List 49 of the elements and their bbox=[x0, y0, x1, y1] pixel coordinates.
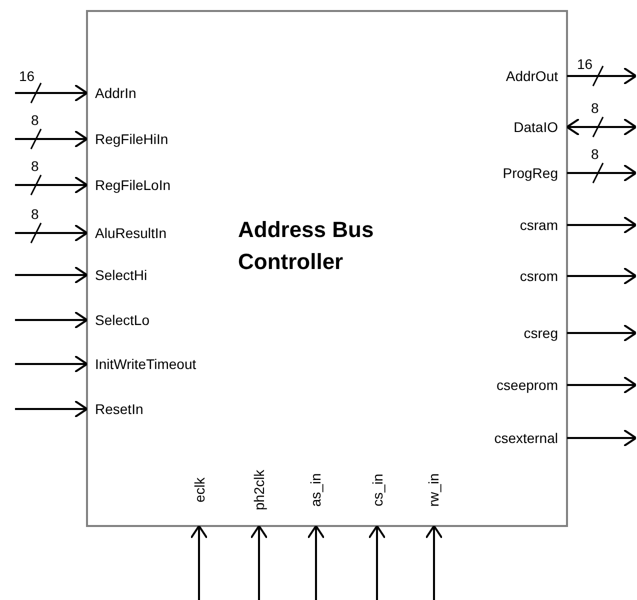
pin-label: rw_in bbox=[424, 460, 444, 526]
signal-arrow bbox=[15, 266, 88, 284]
signal-arrow bbox=[15, 224, 88, 242]
signal-arrow bbox=[15, 355, 88, 373]
signal-arrow bbox=[307, 525, 325, 600]
signal-arrow bbox=[15, 311, 88, 329]
pin-label: ProgReg bbox=[466, 164, 567, 182]
signal-arrow bbox=[567, 164, 637, 182]
pin-label: RegFileLoIn bbox=[87, 176, 247, 194]
signal-arrow bbox=[567, 216, 637, 234]
signal-arrow bbox=[15, 84, 88, 102]
signal-arrow bbox=[425, 525, 443, 600]
signal-arrow bbox=[15, 400, 88, 418]
bus-width-label: 8 bbox=[30, 112, 40, 128]
signal-arrow bbox=[15, 130, 88, 148]
pin-label: InitWriteTimeout bbox=[87, 355, 247, 373]
pin-label: as_in bbox=[306, 460, 326, 526]
pin-label: RegFileHiIn bbox=[87, 130, 247, 148]
signal-arrow bbox=[567, 267, 637, 285]
block-title: Address Bus Controller bbox=[238, 216, 375, 276]
pin-label: csreg bbox=[466, 324, 567, 342]
pin-label: csrom bbox=[466, 267, 567, 285]
bus-width-label: 16 bbox=[576, 56, 594, 72]
signal-arrow bbox=[567, 67, 637, 85]
pin-label: cseeprom bbox=[466, 376, 567, 394]
signal-arrow bbox=[190, 525, 208, 600]
pin-label: cs_in bbox=[367, 460, 387, 526]
pin-label: eclk bbox=[189, 460, 209, 526]
pin-label: AddrIn bbox=[87, 84, 247, 102]
pin-label: csram bbox=[466, 216, 567, 234]
pin-label: csexternal bbox=[466, 429, 567, 447]
signal-arrow bbox=[250, 525, 268, 600]
signal-arrow bbox=[368, 525, 386, 600]
pin-label: DataIO bbox=[466, 118, 567, 136]
pin-label: ph2clk bbox=[249, 460, 269, 526]
bus-width-label: 8 bbox=[590, 100, 600, 116]
controller-block bbox=[86, 10, 568, 527]
pin-label: ResetIn bbox=[87, 400, 247, 418]
bus-width-label: 8 bbox=[30, 206, 40, 222]
bus-width-label: 16 bbox=[18, 68, 36, 84]
bus-width-label: 8 bbox=[590, 146, 600, 162]
signal-arrow bbox=[566, 118, 637, 136]
signal-arrow bbox=[15, 176, 88, 194]
pin-label: AddrOut bbox=[466, 67, 567, 85]
signal-arrow bbox=[567, 429, 637, 447]
signal-arrow bbox=[567, 376, 637, 394]
bus-width-label: 8 bbox=[30, 158, 40, 174]
signal-arrow bbox=[567, 324, 637, 342]
pin-label: SelectLo bbox=[87, 311, 247, 329]
